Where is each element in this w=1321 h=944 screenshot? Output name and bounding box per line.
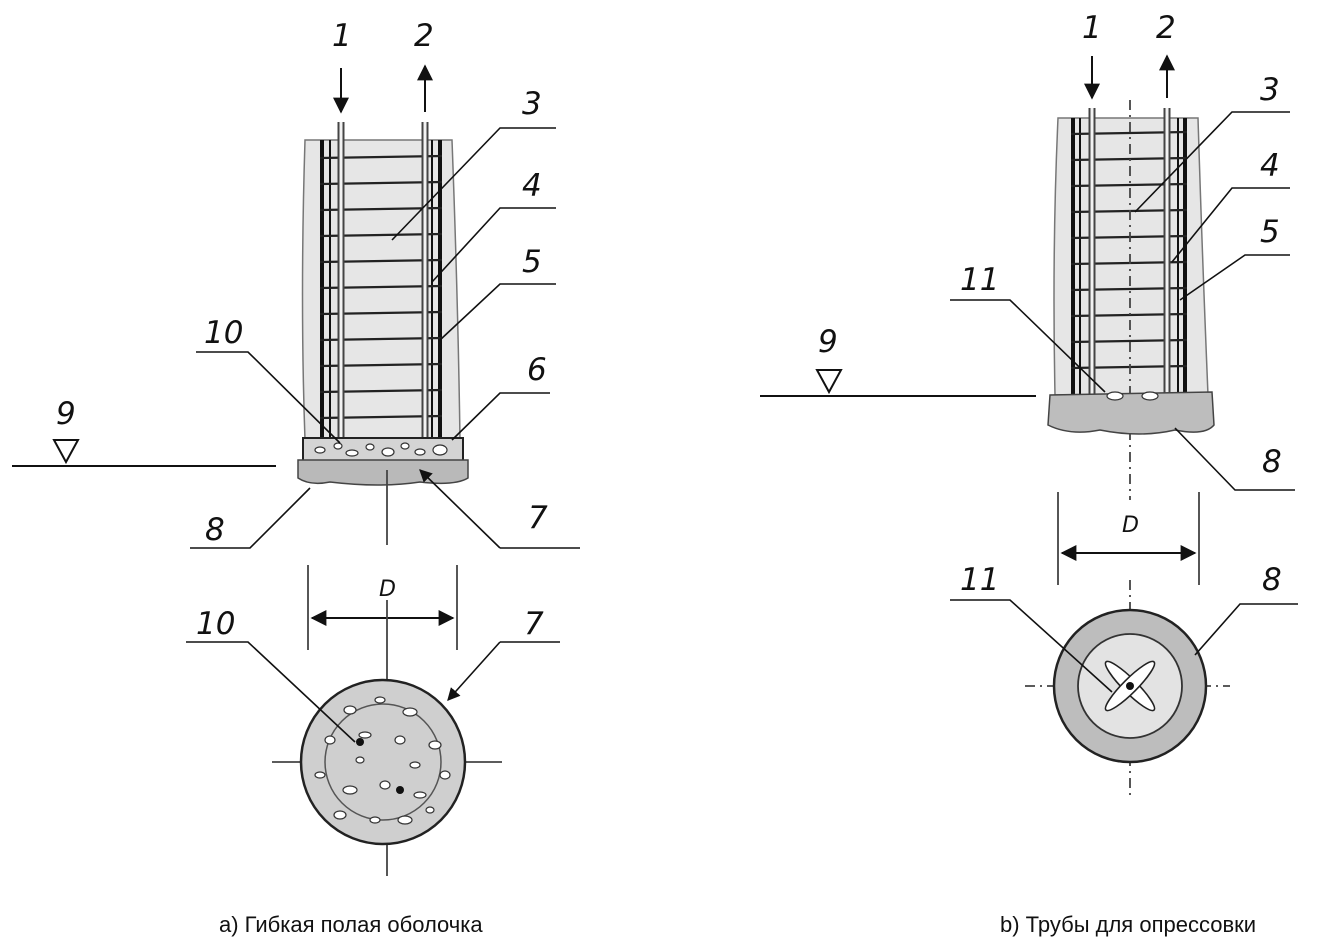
label-11-plan-b: 11 [960,562,999,598]
label-11-b: 11 [960,262,999,298]
dimension-label-b: D [1122,513,1139,538]
label-1-a: 1 [332,18,352,54]
labels-a: 1 2 3 4 5 6 10 9 8 7 D 10 7 a) Гибкая по… [56,18,548,937]
label-8-a: 8 [205,512,225,548]
label-9-b: 9 [818,324,838,360]
leader-8-plan-b [1194,603,1298,656]
leader-4-b [1171,187,1290,263]
level-triangle-a [52,439,80,465]
leader-10-a [196,351,341,444]
leader-5-b [1179,254,1290,301]
leader-8-b [1174,427,1295,491]
plan-bar-a [356,738,364,746]
label-3-a: 3 [522,86,542,122]
caption-b: b) Трубы для опрессовки [1000,912,1256,937]
leader-11-b [950,299,1106,393]
column-a-body [301,139,461,441]
label-5-a: 5 [522,244,542,280]
caption-a: a) Гибкая полая оболочка [219,912,483,937]
grout-bulb-b [1047,391,1215,435]
leader-4-a [431,207,556,283]
label-5-b: 5 [1260,214,1280,250]
pipe-outlet-b1 [1106,391,1124,401]
leader-3-b [1134,111,1290,213]
grout-bulb-a [297,459,469,486]
label-6-a: 6 [527,352,547,388]
pipes-a [337,122,429,440]
plan-center-b [1126,682,1134,690]
pipes-b [1088,108,1171,395]
labels-b: 1 2 3 4 5 11 9 8 D 11 8 b) Трубы для опр… [818,10,1282,937]
label-8-b: 8 [1262,444,1282,480]
dimension-label-a: D [379,577,396,602]
label-4-b: 4 [1260,148,1280,184]
leader-3-a [391,127,556,241]
label-3-b: 3 [1260,72,1280,108]
label-9-a: 9 [56,396,76,432]
leader-6-a [451,392,550,441]
leader-7-arrow-a [419,469,501,549]
label-2-b: 2 [1156,10,1176,46]
plan-gravel-a [314,696,451,825]
label-7-a: 7 [528,500,548,536]
leader-7-plan-arrow-a [447,641,501,701]
gravel-a [314,442,448,457]
leader-5-a [439,283,556,341]
panel-a [12,64,580,876]
label-1-b: 1 [1082,10,1102,46]
pipe-outlet-b2 [1141,391,1159,401]
leader-8-a [190,487,311,549]
label-10-a: 10 [204,315,243,351]
label-7-plan-a: 7 [524,606,544,642]
column-b-rebar [1071,118,1187,395]
leader-10-plan-a [186,641,356,743]
plan-inner-circle-a [324,703,442,821]
plan-bar-a2 [396,786,404,794]
label-4-a: 4 [522,168,542,204]
label-10-plan-a: 10 [196,606,235,642]
label-8-plan-b: 8 [1262,562,1282,598]
panel-b [760,54,1298,795]
level-triangle-b [815,369,843,395]
label-2-a: 2 [414,18,434,54]
leader-11-plan-b [950,599,1113,693]
